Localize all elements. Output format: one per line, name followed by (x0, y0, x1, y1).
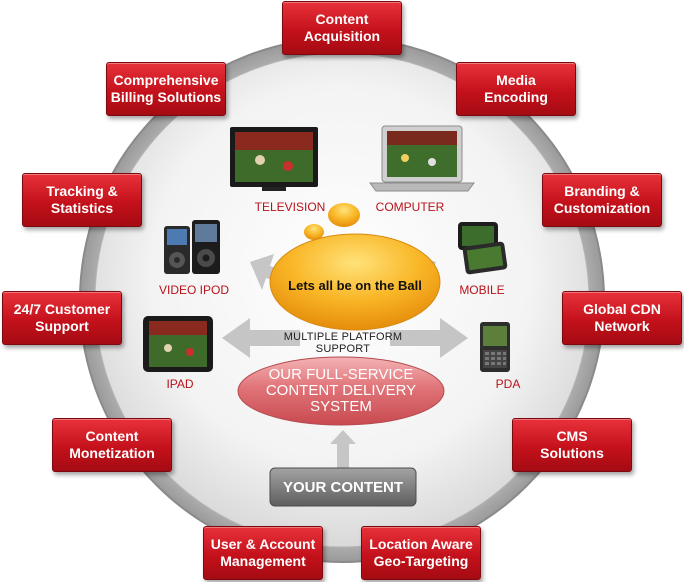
cms-solutions-button[interactable]: CMS Solutions (512, 418, 632, 472)
branding-customization-label: Branding & Customization (553, 183, 651, 216)
user-account-management-button[interactable]: User & Account Management (203, 526, 323, 580)
main-bubble (269, 233, 441, 331)
television-icon (230, 127, 318, 191)
cms-solutions-label: CMS Solutions (540, 428, 604, 461)
content-acquisition-button[interactable]: Content Acquisition (282, 1, 402, 55)
computer-label: COMPUTER (375, 200, 445, 214)
video-ipod-icon (164, 220, 220, 274)
your-content-label[interactable]: YOUR CONTENT (283, 479, 403, 496)
ipad-icon (143, 316, 213, 372)
user-account-management-label: User & Account Management (210, 536, 316, 569)
computer-icon (369, 125, 475, 192)
mobile-label: MOBILE (459, 283, 505, 297)
customer-support-button[interactable]: 24/7 Customer Support (2, 291, 122, 345)
content-monetization-button[interactable]: Content Monetization (52, 418, 172, 472)
mobile-icon (458, 222, 508, 275)
global-cdn-network-label: Global CDN Network (583, 301, 661, 334)
system-text: OUR FULL-SERVICE CONTENT DELIVERY SYSTEM (265, 366, 417, 415)
ipad-label: IPAD (166, 377, 194, 391)
thought-bubble-medium (328, 203, 360, 227)
global-cdn-network-button[interactable]: Global CDN Network (562, 291, 682, 345)
content-monetization-label: Content Monetization (69, 428, 155, 461)
right-arrow (390, 318, 468, 358)
tracking-statistics-label: Tracking & Statistics (46, 183, 118, 216)
media-encoding-button[interactable]: Media Encoding (456, 62, 576, 116)
your-content-box (269, 467, 417, 507)
video-ipod-label: VIDEO IPOD (158, 283, 229, 297)
thought-bubble-small (304, 224, 324, 240)
location-aware-geo-targeting-label: Location Aware Geo-Targeting (369, 536, 473, 569)
left-arrow (222, 318, 300, 358)
system-ellipse (237, 356, 445, 426)
comprehensive-billing-solutions-button[interactable]: Comprehensive Billing Solutions (106, 62, 226, 116)
platform-support-text: MULTIPLE PLATFORM SUPPORT (283, 331, 403, 355)
pda-label: PDA (495, 377, 521, 391)
comprehensive-billing-solutions-label: Comprehensive Billing Solutions (110, 72, 222, 105)
content-acquisition-label: Content Acquisition (303, 11, 381, 44)
tracking-statistics-button[interactable]: Tracking & Statistics (22, 173, 142, 227)
bubble-text: Lets all be on the Ball (288, 278, 422, 293)
location-aware-geo-targeting-button[interactable]: Location Aware Geo-Targeting (361, 526, 481, 580)
media-encoding-label: Media Encoding (484, 72, 548, 105)
customer-support-label: 24/7 Customer Support (13, 301, 111, 334)
up-arrow (330, 430, 356, 468)
pda-icon (480, 322, 510, 372)
branding-customization-button[interactable]: Branding & Customization (542, 173, 662, 227)
television-label: TELEVISION (254, 200, 326, 214)
